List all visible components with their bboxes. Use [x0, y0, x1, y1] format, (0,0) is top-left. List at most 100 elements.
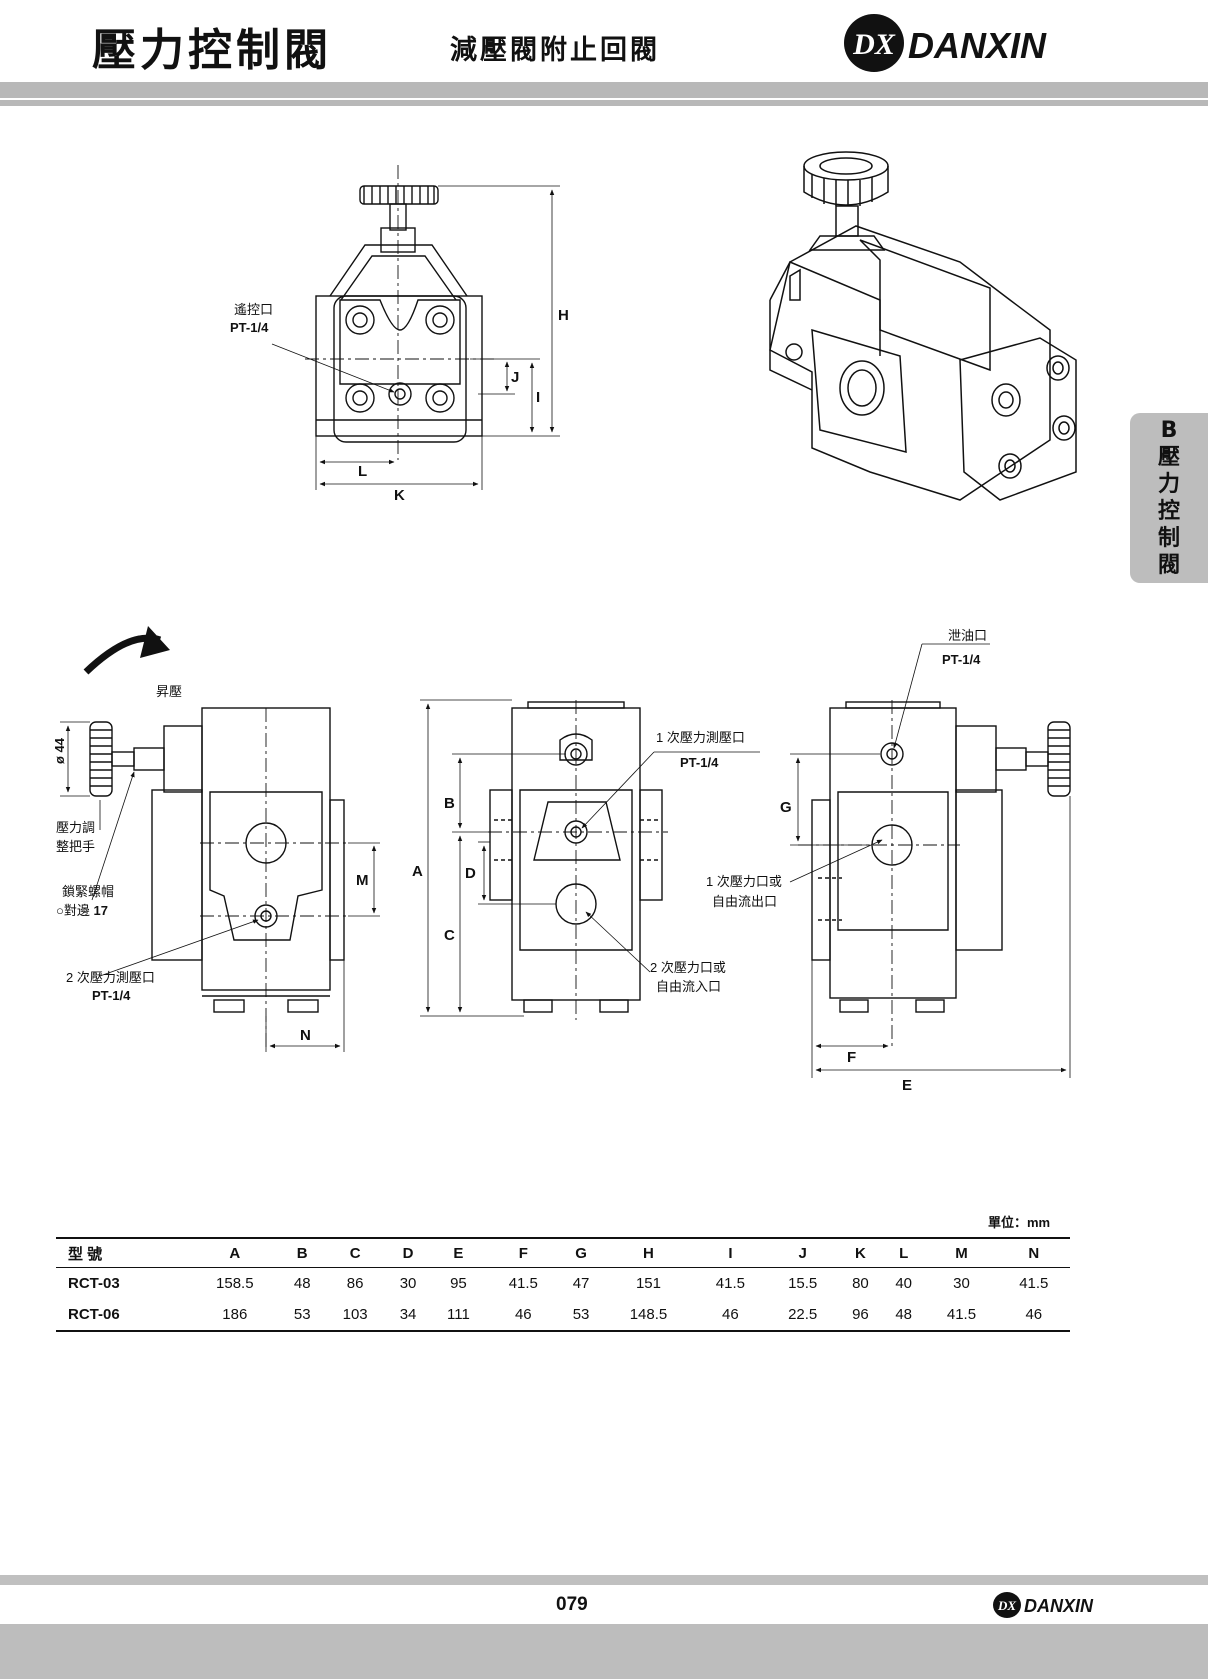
table-cell: 186 [189, 1299, 281, 1332]
dim-label-j: J [511, 369, 519, 386]
column-header: C [323, 1237, 387, 1268]
table-cell: 41.5 [508, 1275, 538, 1292]
table-cell: 158.5 [216, 1275, 254, 1292]
table-cell: 103 [323, 1299, 387, 1332]
footer-brand-logo: DX DANXIN [993, 1592, 1094, 1618]
section-tab-char: 控 [1157, 499, 1180, 524]
dim-label-n: N [300, 1027, 311, 1044]
remote-port-size: PT-1/4 [230, 320, 269, 335]
column-header: G [559, 1237, 603, 1268]
remote-port-label: 遙控口 [234, 302, 273, 317]
dimension-table: 型 號 A B C D E F G H I J K L M N RCT-03 1… [56, 1237, 1070, 1332]
column-header: I [694, 1237, 767, 1268]
table-cell: 86 [346, 1275, 364, 1292]
section-tab-char: B [1160, 418, 1178, 443]
brand-name: DANXIN [908, 25, 1047, 66]
table-cell: 30 [953, 1275, 970, 1292]
table-cell: 41.5 [715, 1275, 745, 1292]
isometric-valve-drawing [769, 151, 1077, 501]
page-subtitle: 減壓閥附止回閥 [450, 35, 660, 66]
table-row: RCT-03 158.5 48 86 30 95 41.5 47 151 41.… [56, 1268, 1070, 1300]
dim-label-g: G [780, 799, 792, 816]
left-view-drawing [60, 626, 380, 1052]
hex-label: ○對邊 17 [56, 903, 108, 918]
dim-label-b: B [444, 795, 455, 812]
brand-logo-letters: DX [852, 28, 896, 61]
secondary-port-line1: 2 次壓力口或 [650, 960, 726, 975]
table-row: RCT-06 186 53 103 34 111 46 53 148.5 46 … [56, 1299, 1070, 1332]
primary-gauge-size: PT-1/4 [680, 755, 719, 770]
table-cell: 30 [399, 1275, 417, 1292]
handle-label-line1: 壓力調 [56, 820, 95, 835]
column-header: H [602, 1237, 695, 1268]
table-cell: 41.5 [1019, 1275, 1049, 1292]
table-cell: 111 [429, 1299, 488, 1332]
column-header: N [997, 1237, 1070, 1268]
locknut-label: 鎖緊螺帽 [62, 884, 114, 899]
section-tab-char: 制 [1157, 526, 1180, 551]
column-header: E [429, 1237, 488, 1268]
section-tab-char: 壓 [1157, 445, 1180, 470]
table-cell-model: RCT-03 [68, 1275, 120, 1292]
table-header-row: 型 號 A B C D E F G H I J K L M N [56, 1237, 1070, 1268]
table-cell: 48 [293, 1275, 311, 1292]
brand-logo: DX DANXIN [844, 14, 1047, 72]
table-cell-model: RCT-06 [56, 1299, 189, 1332]
table-cell: 95 [450, 1275, 467, 1292]
knob-diameter-label: ø 44 [52, 737, 67, 764]
header-band [0, 82, 1208, 98]
dim-label-e: E [902, 1077, 912, 1094]
secondary-gauge-size: PT-1/4 [92, 988, 131, 1003]
technical-drawings: 遙控口 PT-1/4 H I J L K [52, 151, 1077, 1094]
section-tab: B 壓 力 控 制 閥 [1130, 413, 1208, 583]
column-header: J [766, 1237, 839, 1268]
table-cell: 96 [838, 1299, 883, 1332]
right-view-drawing [789, 643, 1071, 1078]
table-cell: 53 [280, 1299, 324, 1332]
section-tab-char: 閥 [1157, 553, 1180, 578]
footer-rule [0, 1575, 1208, 1585]
secondary-gauge-label: 2 次壓力測壓口 [66, 970, 155, 985]
column-header: B [280, 1237, 324, 1268]
drain-port-label: 泄油口 [948, 628, 987, 643]
footer-brand-name: DANXIN [1024, 1596, 1094, 1616]
page-number: 079 [556, 1594, 588, 1615]
column-header: F [487, 1237, 560, 1268]
dim-label-c: C [444, 927, 455, 944]
dim-label-k: K [394, 487, 405, 504]
table-cell: 34 [386, 1299, 430, 1332]
column-header: A [189, 1237, 281, 1268]
dim-label-h: H [558, 307, 569, 324]
dim-label-a: A [412, 863, 423, 880]
section-tab-char: 力 [1157, 472, 1180, 497]
primary-gauge-label: 1 次壓力測壓口 [656, 730, 745, 745]
primary-port-line2: 自由流出口 [712, 894, 777, 909]
column-header: D [386, 1237, 430, 1268]
table-cell: 151 [635, 1275, 661, 1292]
column-header: K [838, 1237, 883, 1268]
table-cell: 148.5 [602, 1299, 695, 1332]
table-cell: 15.5 [788, 1275, 818, 1292]
top-view-drawing [271, 165, 560, 490]
table-cell: 40 [895, 1275, 913, 1292]
page-title: 壓力控制閥 [92, 25, 332, 76]
column-header: L [882, 1237, 926, 1268]
dim-label-m: M [356, 872, 369, 889]
hex-label-text: ○對邊 [56, 903, 90, 918]
table-cell: 22.5 [766, 1299, 839, 1332]
primary-port-line1: 1 次壓力口或 [706, 874, 782, 889]
dim-label-d: D [465, 865, 476, 882]
table-cell: 53 [559, 1299, 603, 1332]
table-cell: 80 [852, 1275, 869, 1292]
raise-label: 昇壓 [156, 684, 182, 699]
dim-label-i: I [536, 389, 540, 406]
header-rule [0, 100, 1208, 106]
column-header: M [925, 1237, 998, 1268]
table-cell: 48 [882, 1299, 926, 1332]
handle-label-line2: 整把手 [56, 839, 95, 854]
table-cell: 46 [694, 1299, 767, 1332]
hex-size: 17 [93, 903, 107, 918]
drain-port-size: PT-1/4 [942, 652, 981, 667]
dim-label-l: L [358, 463, 367, 480]
footer-logo-letters: DX [997, 1598, 1016, 1613]
